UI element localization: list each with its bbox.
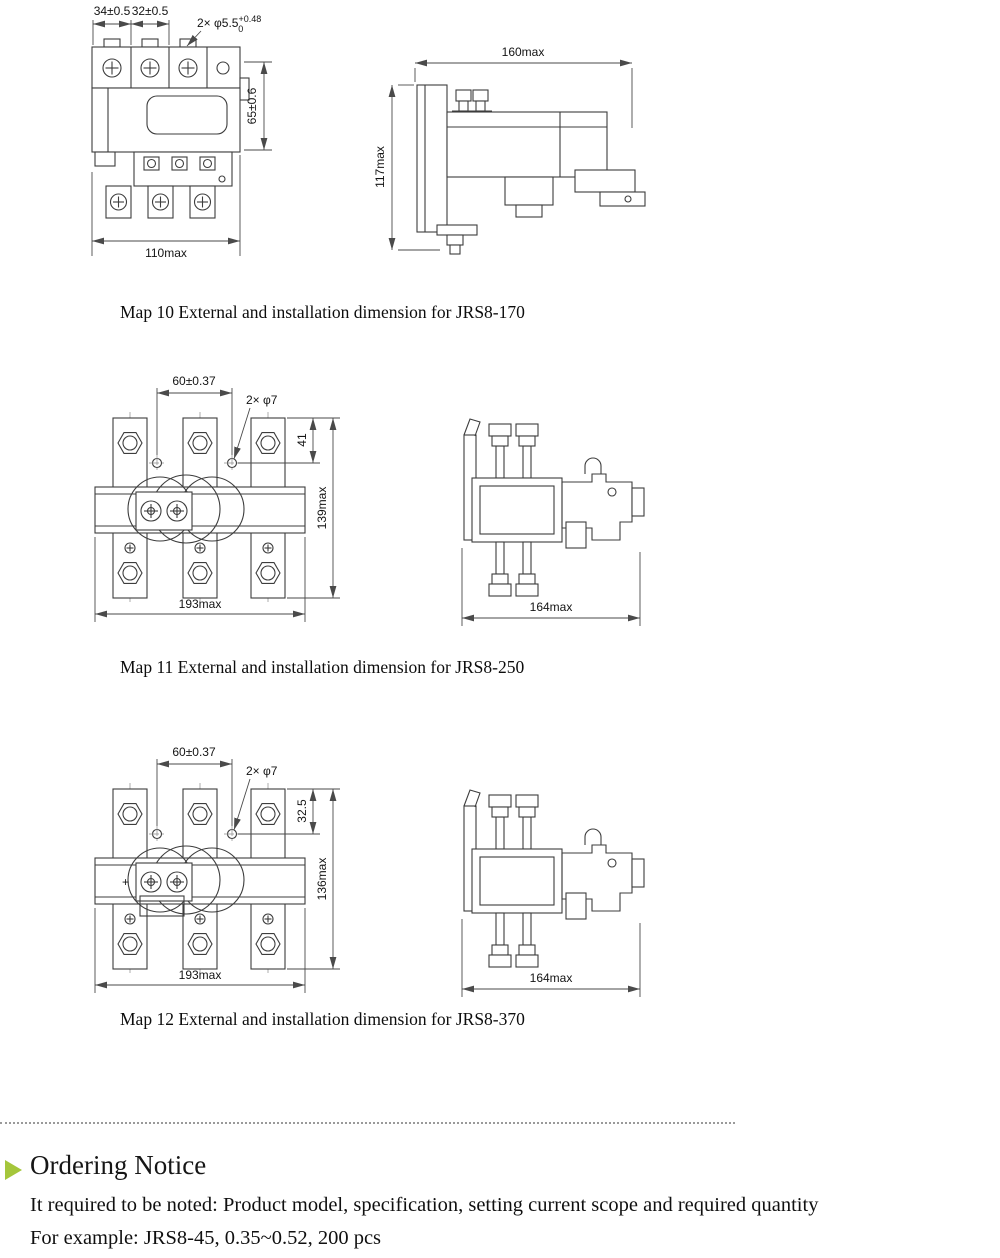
map10-caption: Map 10 External and installation dimensi… <box>120 302 525 322</box>
dim-160max: 160max <box>502 45 545 59</box>
dim-34: 34±0.5 <box>94 4 131 18</box>
jrs8-370-side-view <box>463 789 645 968</box>
dotted-divider <box>0 1122 735 1124</box>
dim-139max: 139max <box>315 487 329 530</box>
dim-117max: 117max <box>373 146 387 188</box>
map11-caption: Map 11 External and installation dimensi… <box>120 657 525 677</box>
dim-32: 32±0.5 <box>132 4 169 18</box>
jrs8-170-front-view <box>91 38 250 219</box>
dim-60-250: 60±0.37 <box>172 374 216 388</box>
dim-65: 65±0.6 <box>245 87 259 124</box>
ordering-notice-arrow-icon <box>5 1160 22 1180</box>
dim-hole-250: 2× φ7 <box>246 393 278 407</box>
dim-110max: 110max <box>145 246 187 260</box>
jrs8-370-front-dimension-text: 60±0.37 2× φ7 32.5 136max 193max <box>172 745 329 982</box>
map12-caption: Map 12 External and installation dimensi… <box>120 1009 525 1029</box>
jrs8-370-front-details: + <box>122 875 185 917</box>
jrs8-170-side-view <box>416 84 646 255</box>
ordering-notice-line1: It required to be noted: Product model, … <box>30 1194 819 1216</box>
dim-193max-370: 193max <box>179 968 222 982</box>
jrs8-250-front-dimension-text: 60±0.37 2× φ7 41 139max 193max <box>172 374 329 611</box>
dim-hole-370: 2× φ7 <box>246 764 278 778</box>
ordering-notice-title: Ordering Notice <box>30 1150 207 1180</box>
dim-164max-250: 164max <box>530 600 573 614</box>
dim-32-5: 32.5 <box>295 799 309 823</box>
dim-164max-370: 164max <box>530 971 573 985</box>
dim-193max-250: 193max <box>179 597 222 611</box>
dim-60-370: 60±0.37 <box>172 745 216 759</box>
dim-41: 41 <box>295 433 309 447</box>
ordering-notice-line2: For example: JRS8-45, 0.35~0.52, 200 pcs <box>30 1227 382 1249</box>
jrs8-250-side-view <box>463 418 645 597</box>
jrs8-170-side-dimensions: 160max 117max <box>373 45 633 251</box>
plus-mark: + <box>122 875 129 889</box>
jrs8-250-front-view <box>95 412 305 604</box>
dim-136max: 136max <box>315 858 329 901</box>
